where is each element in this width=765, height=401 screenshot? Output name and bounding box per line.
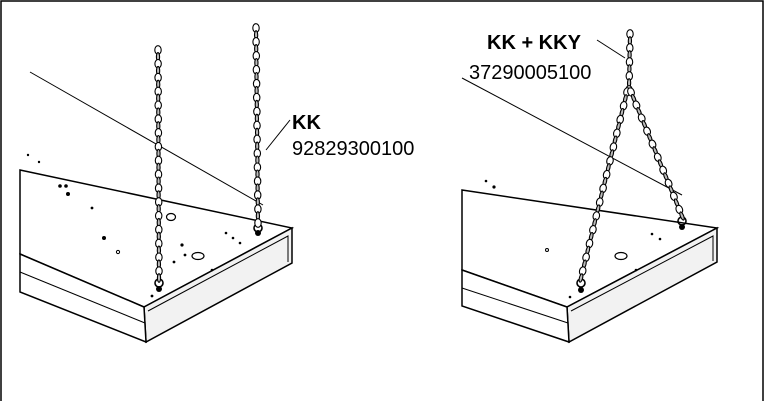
chain-link	[254, 218, 262, 228]
right-chain-leg-front	[578, 87, 631, 283]
left-label-leader	[265, 119, 291, 151]
chain-link	[679, 211, 685, 221]
right-side-edge-line	[461, 287, 569, 324]
left-chain-rear	[252, 23, 262, 228]
left-surface-details	[26, 153, 242, 298]
right-model-label: KK + KKY	[487, 32, 582, 54]
right-part-number: 37290005100	[469, 62, 591, 84]
left-model-label: KK	[292, 112, 321, 134]
left-panel: KK 92829300100	[19, 23, 414, 344]
right-chain-leg-rear	[627, 87, 685, 221]
left-luminaire	[19, 71, 295, 344]
chain-link	[578, 273, 584, 283]
chain-link	[156, 273, 162, 283]
left-end-cap-edge	[147, 235, 289, 312]
left-reference-line	[29, 71, 264, 206]
right-surface-details	[484, 179, 662, 299]
right-label-leader	[596, 39, 626, 59]
left-part-number: 92829300100	[292, 138, 414, 160]
left-side-edge-line	[19, 271, 146, 324]
right-panel: KK + KKY 37290005100	[461, 29, 720, 344]
right-chain-top	[625, 29, 634, 95]
right-reference-line	[461, 77, 683, 196]
right-end-cap-edge	[570, 235, 714, 312]
left-chain-front	[154, 45, 163, 283]
